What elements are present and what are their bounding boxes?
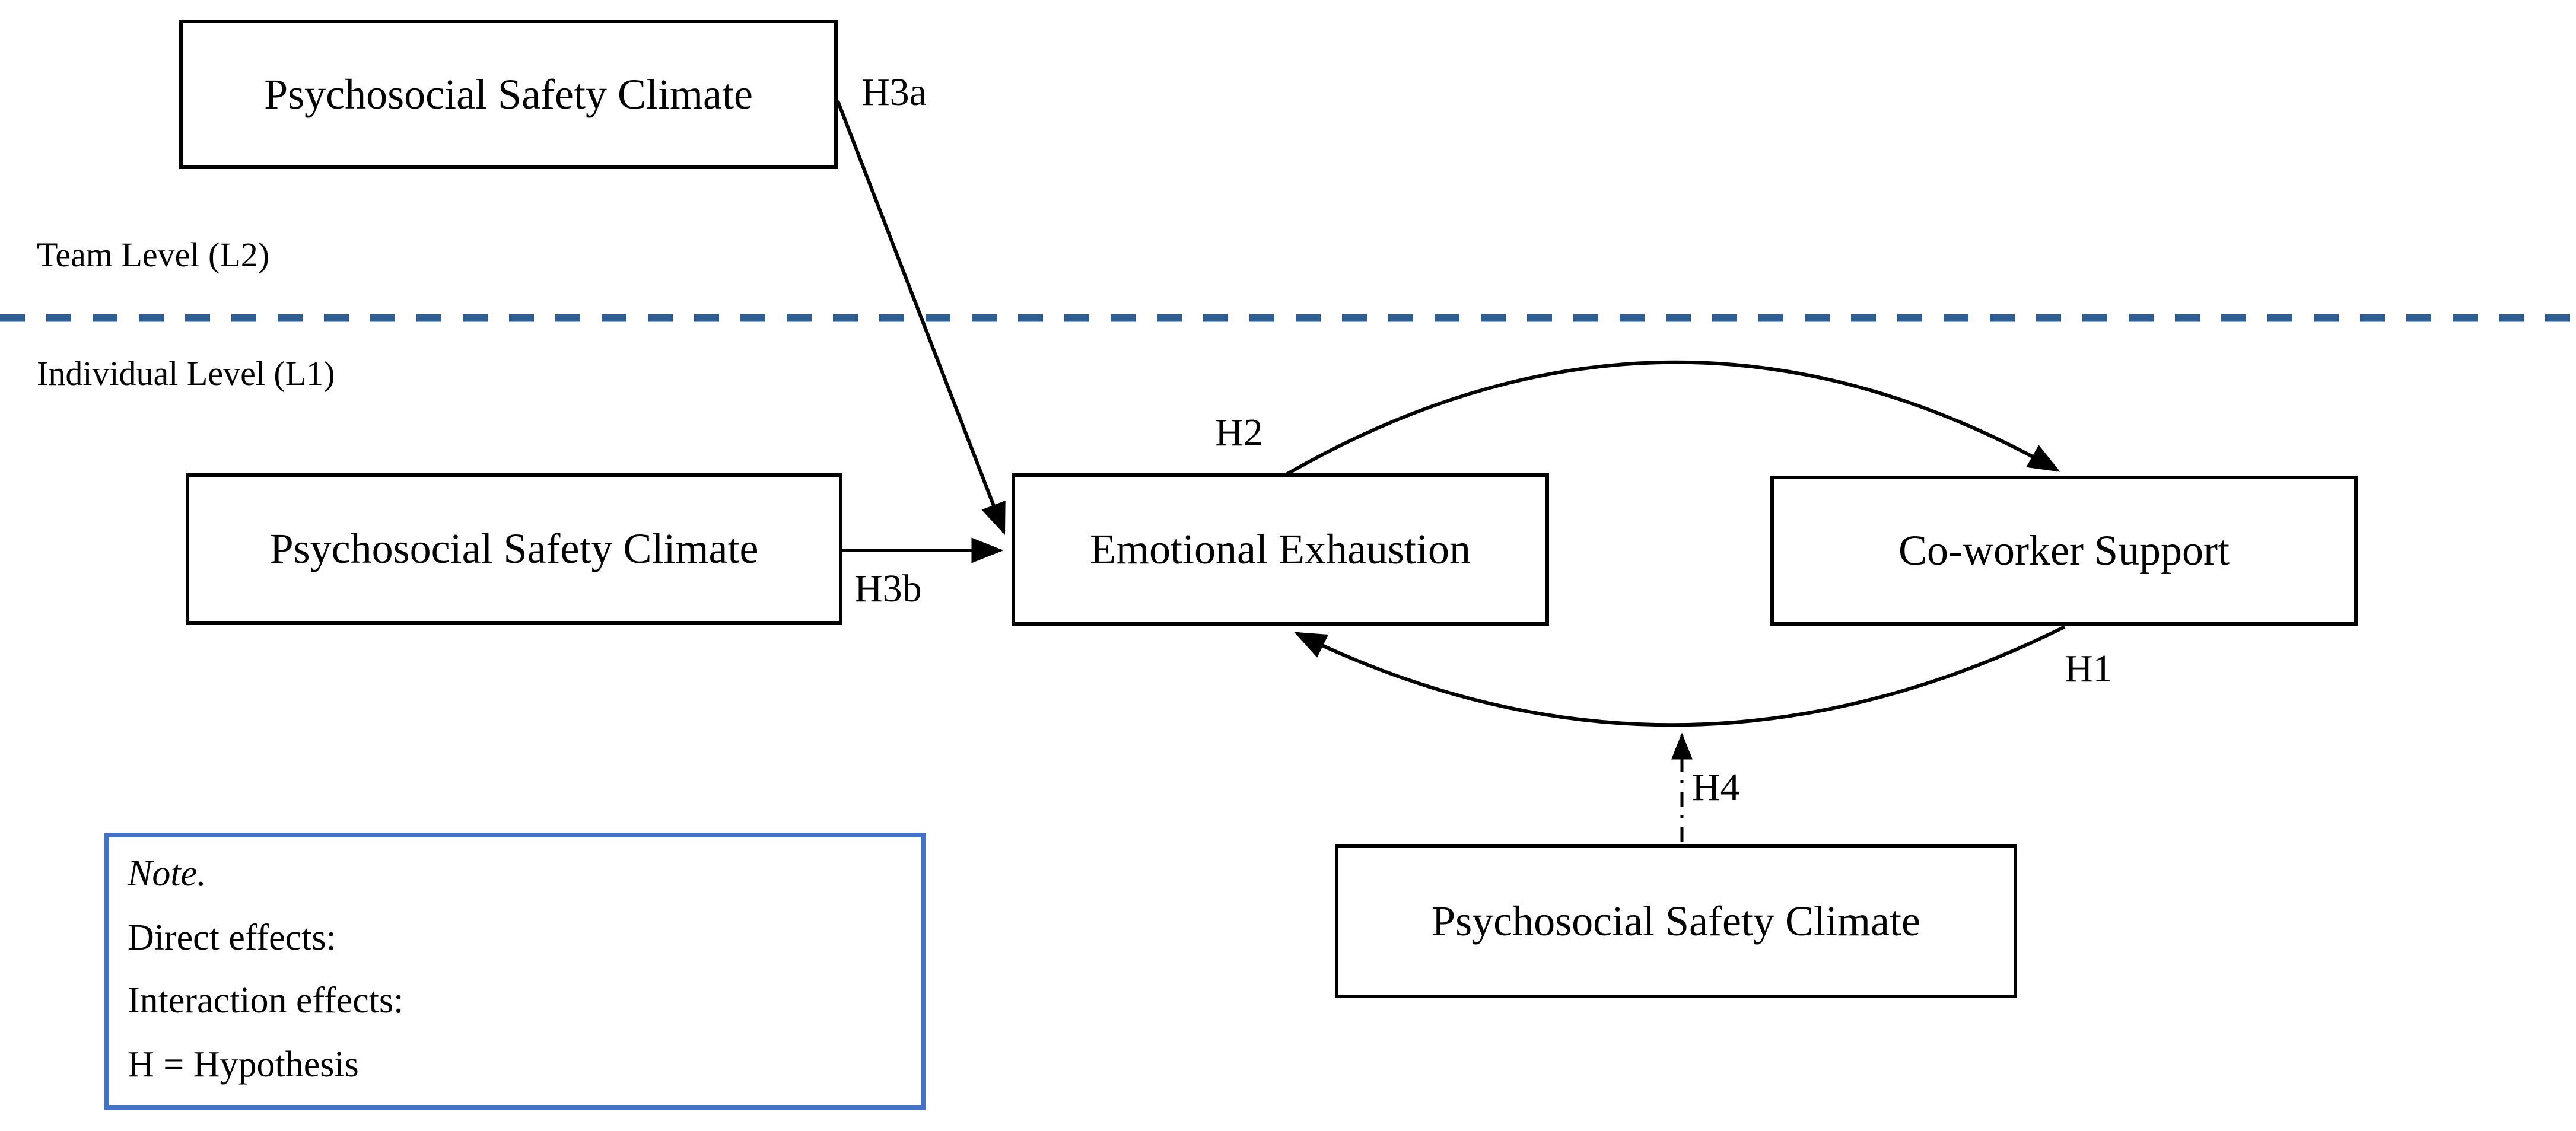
team-level-label: Team Level (L2) [37, 235, 270, 274]
box-individual-psc: Psychosocial Safety Climate [186, 473, 842, 625]
legend-note-label: Note. [128, 853, 206, 894]
box-coworker-support: Co-worker Support [1770, 476, 2358, 626]
h2-curved-arrow [1285, 360, 2060, 476]
box-moderator-psc: Psychosocial Safety Climate [1335, 844, 2017, 998]
hypothesis-label-h4: H4 [1692, 766, 1740, 809]
legend-interaction-effects-label: Interaction effects: [128, 980, 404, 1021]
hypothesis-label-h2: H2 [1215, 411, 1263, 454]
individual-level-label: Individual Level (L1) [37, 354, 335, 393]
h1-curved-arrow [1294, 625, 2066, 727]
hypothesis-label-h3a: H3a [861, 71, 927, 114]
box-emotional-exhaustion: Emotional Exhaustion [1012, 473, 1549, 626]
hypothesis-label-h1: H1 [2065, 647, 2113, 690]
legend-direct-effects-label: Direct effects: [128, 917, 336, 958]
legend-box [104, 833, 926, 1110]
box-team-psc: Psychosocial Safety Climate [179, 20, 838, 169]
hypothesis-label-h3b: H3b [854, 567, 922, 610]
h3a-arrow [836, 100, 1006, 536]
legend-hypothesis-definition-label: H = Hypothesis [128, 1044, 359, 1085]
